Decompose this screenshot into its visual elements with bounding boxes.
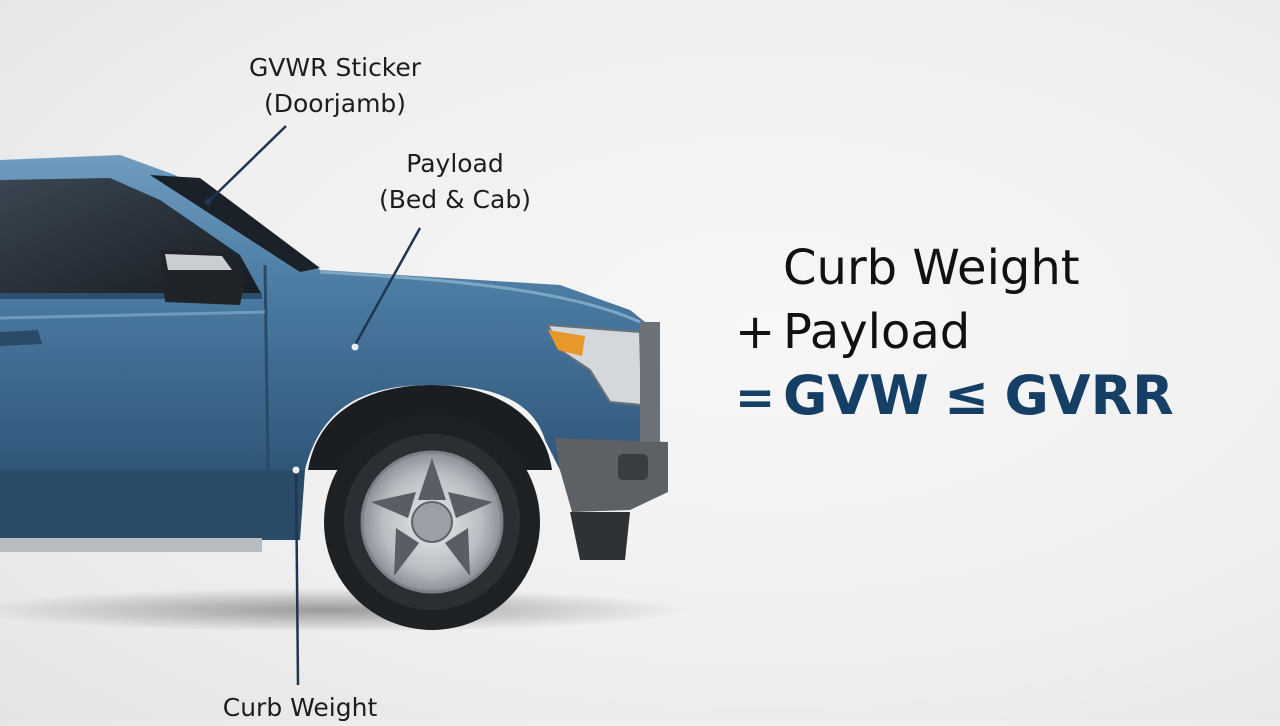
curb-leader-line <box>294 469 300 686</box>
fog-light <box>618 454 648 480</box>
gvwr-sublabel: (Doorjamb) <box>263 89 407 118</box>
formula-curb-weight: Curb Weight <box>783 240 1080 296</box>
formula-payload: Payload <box>783 304 971 360</box>
lower-valance <box>570 512 630 560</box>
payload-label: Payload <box>406 149 504 178</box>
less-or-equal-operator: ≤ <box>943 364 990 427</box>
door-handle <box>0 330 42 346</box>
gvwr-label: GVWR Sticker <box>248 53 422 82</box>
rim-spokes <box>371 458 493 576</box>
payload-leader-line <box>353 227 422 346</box>
running-board <box>0 538 262 552</box>
formula-gvw: GVW <box>783 364 929 427</box>
curb-leader-dot <box>292 466 300 474</box>
windshield-edge <box>150 175 320 272</box>
formula-gvrr: GVRR <box>1004 364 1174 427</box>
formula-line-payload: +Payload <box>735 300 1275 364</box>
body-crease <box>0 310 266 320</box>
hood-line <box>319 270 641 324</box>
wheel-hub <box>411 501 453 543</box>
weight-formula: Curb Weight +Payload =GVW ≤ GVRR <box>735 236 1275 428</box>
ground-shadow <box>0 588 690 632</box>
formula-line-curb-weight: Curb Weight <box>735 236 1275 300</box>
grille-edge <box>640 322 660 442</box>
front-bumper <box>555 438 668 512</box>
curb-weight-label: Curb Weight <box>222 693 378 722</box>
curb-weight-callout: Curb Weight <box>190 690 410 726</box>
payload-callout: Payload (Bed & Cab) <box>355 146 555 218</box>
door-seam <box>263 264 270 471</box>
equals-operator: = <box>735 370 776 426</box>
gvwr-leader-line <box>207 125 287 203</box>
formula-line-gvw: =GVW ≤ GVRR <box>735 364 1275 428</box>
plus-operator: + <box>735 304 776 360</box>
gvwr-leader-dot <box>204 198 212 206</box>
payload-leader-dot <box>351 343 359 351</box>
gvwr-callout: GVWR Sticker (Doorjamb) <box>200 50 470 122</box>
payload-sublabel: (Bed & Cab) <box>379 185 531 214</box>
rocker-panel <box>0 470 305 540</box>
